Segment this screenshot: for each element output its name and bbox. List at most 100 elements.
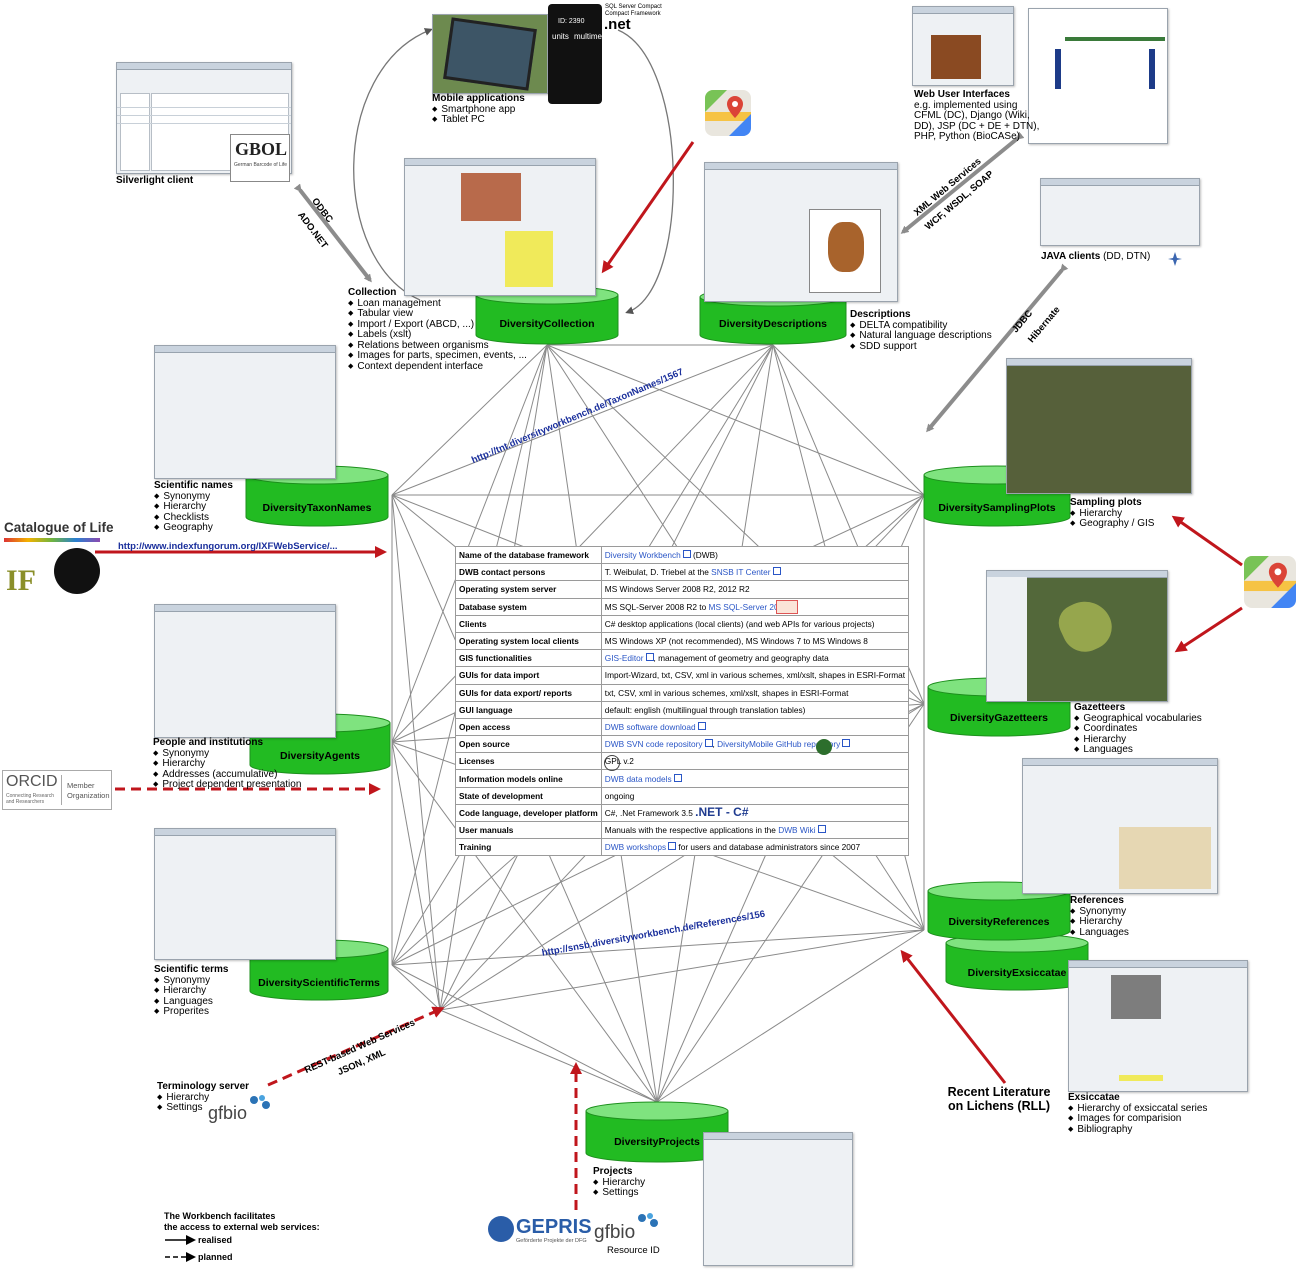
gazetteers-block: Gazetteers Geographical vocabulariesCoor… xyxy=(1074,702,1202,756)
info-text: C# desktop applications (local clients) … xyxy=(604,618,875,629)
info-text: ongoing xyxy=(604,790,635,801)
google-maps-icon-right xyxy=(1244,556,1296,608)
db-exsiccatae-label: DiversityExsiccatae xyxy=(967,967,1067,979)
exsiccatae-block: Exsiccatae Hierarchy of exsiccatal serie… xyxy=(1068,1092,1207,1135)
info-value: txt, CSV, xml in various schemes, xml/xs… xyxy=(600,683,910,702)
google-maps-icon xyxy=(705,90,751,136)
info-link[interactable]: SNSB IT Center xyxy=(711,567,771,578)
exsiccatae-screenshot xyxy=(1068,960,1248,1092)
info-key: State of development xyxy=(455,786,602,805)
info-text: for users and database administrators si… xyxy=(676,842,861,853)
mesh-line xyxy=(656,929,925,1103)
info-link[interactable]: DWB software download xyxy=(604,721,696,732)
info-link[interactable]: DWB workshops xyxy=(604,842,667,853)
info-key: DWB contact persons xyxy=(455,563,602,582)
sampling-plots-block: Sampling plots HierarchyGeography / GIS xyxy=(1070,497,1154,530)
external-link-icon xyxy=(842,739,851,748)
web-ui-screenshot-large xyxy=(1028,8,1168,144)
cylinder-projects xyxy=(585,1101,729,1163)
gfbio-dots-icon-2 xyxy=(636,1212,660,1230)
external-link-icon xyxy=(704,739,713,748)
sql-server-logo-icon xyxy=(776,600,798,614)
info-value: C#, .Net Framework 3.5 .NET - C# xyxy=(600,803,910,823)
info-link[interactable]: DWB Wiki xyxy=(778,825,816,836)
terminology-server-block: Terminology server HierarchySettings xyxy=(157,1081,249,1114)
mesh-line xyxy=(391,494,441,1011)
info-key: Operating system server xyxy=(455,580,602,599)
sql-compact-label-2: Compact Framework xyxy=(605,11,661,17)
info-value: Import-Wizard, txt, CSV, xml in various … xyxy=(600,666,910,685)
info-key: GIS functionalities xyxy=(455,649,602,668)
info-key: GUIs for data export/ reports xyxy=(455,683,602,702)
info-value: GIS-Editor, management of geometry and g… xyxy=(600,649,910,668)
silverlight-block: Silverlight client xyxy=(116,175,194,186)
open-source-icon xyxy=(816,739,832,755)
info-link[interactable]: Diversity Workbench xyxy=(604,550,681,561)
index-fungorum-logo: IF xyxy=(6,564,36,597)
external-link-icon xyxy=(772,567,781,576)
collection-screenshot xyxy=(404,158,596,296)
references-screenshot xyxy=(1022,758,1218,894)
orcid-logo: ORCID Connecting Research and Researcher… xyxy=(2,770,112,810)
info-value: T. Weibulat, D. Triebel at the SNSB IT C… xyxy=(600,563,910,582)
mesh-line xyxy=(439,1009,658,1103)
info-link[interactable]: DWB data models xyxy=(604,773,672,784)
info-key: User manuals xyxy=(455,820,602,840)
references-block: References SynonymyHierarchyLanguages xyxy=(1070,895,1129,938)
gbol-logo: GBOL German Barcode of Life xyxy=(230,134,290,182)
mesh-line xyxy=(391,964,658,1103)
indexfungorum-url[interactable]: http://www.indexfungorum.org/IXFWebServi… xyxy=(118,541,338,552)
info-value: GPL v.2 xyxy=(600,752,910,771)
info-key: Information models online xyxy=(455,769,602,788)
info-key: Name of the database framework xyxy=(455,545,602,565)
catalogue-of-life-colorbar xyxy=(4,538,100,542)
legend-planned-label: planned xyxy=(198,1252,233,1262)
java-logo-icon xyxy=(1168,252,1182,266)
mesh-line xyxy=(391,741,658,1103)
external-link-icon xyxy=(697,721,706,730)
external-link-icon xyxy=(645,653,654,662)
info-text: default: english (multilingual through t… xyxy=(604,704,806,715)
info-key: Training xyxy=(455,838,602,857)
info-value: MS Windows XP (not recommended), MS Wind… xyxy=(600,631,910,651)
info-value: DWB data models xyxy=(600,769,910,788)
info-text: MS Windows Server 2008 R2, 2012 R2 xyxy=(604,584,750,595)
mobile-sync-arrows xyxy=(353,28,674,315)
db-descriptions-label: DiversityDescriptions xyxy=(719,318,827,330)
info-text: , xyxy=(712,739,718,750)
smartphone-screenshot: ID: 2390 units multimer xyxy=(548,4,605,104)
info-key: GUIs for data import xyxy=(455,666,602,685)
java-client-screenshot xyxy=(1040,178,1200,246)
info-link[interactable]: MS SQL-Server 2014 xyxy=(708,601,788,612)
info-link[interactable]: DWB SVN code repository xyxy=(604,739,703,750)
web-ui-screenshot-small xyxy=(912,6,1014,86)
info-link[interactable]: DiversityMobile GitHub repository xyxy=(717,739,841,750)
info-value: DWB software download xyxy=(600,717,910,737)
dotnet-csharp-logo: .NET - C# xyxy=(695,805,749,820)
mesh-line xyxy=(391,344,548,743)
db-sampling-plots-label: DiversitySamplingPlots xyxy=(938,502,1056,514)
info-text: T. Weibulat, D. Triebel at the xyxy=(604,567,712,578)
descriptions-screenshot xyxy=(704,162,898,302)
red-arrows xyxy=(95,141,1243,1210)
info-key: GUI language xyxy=(455,700,602,719)
info-value: MS Windows Server 2008 R2, 2012 R2 xyxy=(600,580,910,599)
gepris-globe-icon xyxy=(488,1216,514,1242)
info-text: (DWB) xyxy=(690,550,718,561)
info-link[interactable]: GIS-Editor xyxy=(604,653,644,664)
sampling-plots-screenshot xyxy=(1006,358,1192,494)
web-ui-block: Web User Interfaces e.g. implemented usi… xyxy=(914,89,1040,142)
info-value: DWB workshops for users and database adm… xyxy=(600,838,910,857)
info-text: MS Windows XP (not recommended), MS Wind… xyxy=(604,636,868,647)
info-text: Manuals with the respective applications… xyxy=(604,825,779,836)
gnu-icon xyxy=(604,755,620,771)
